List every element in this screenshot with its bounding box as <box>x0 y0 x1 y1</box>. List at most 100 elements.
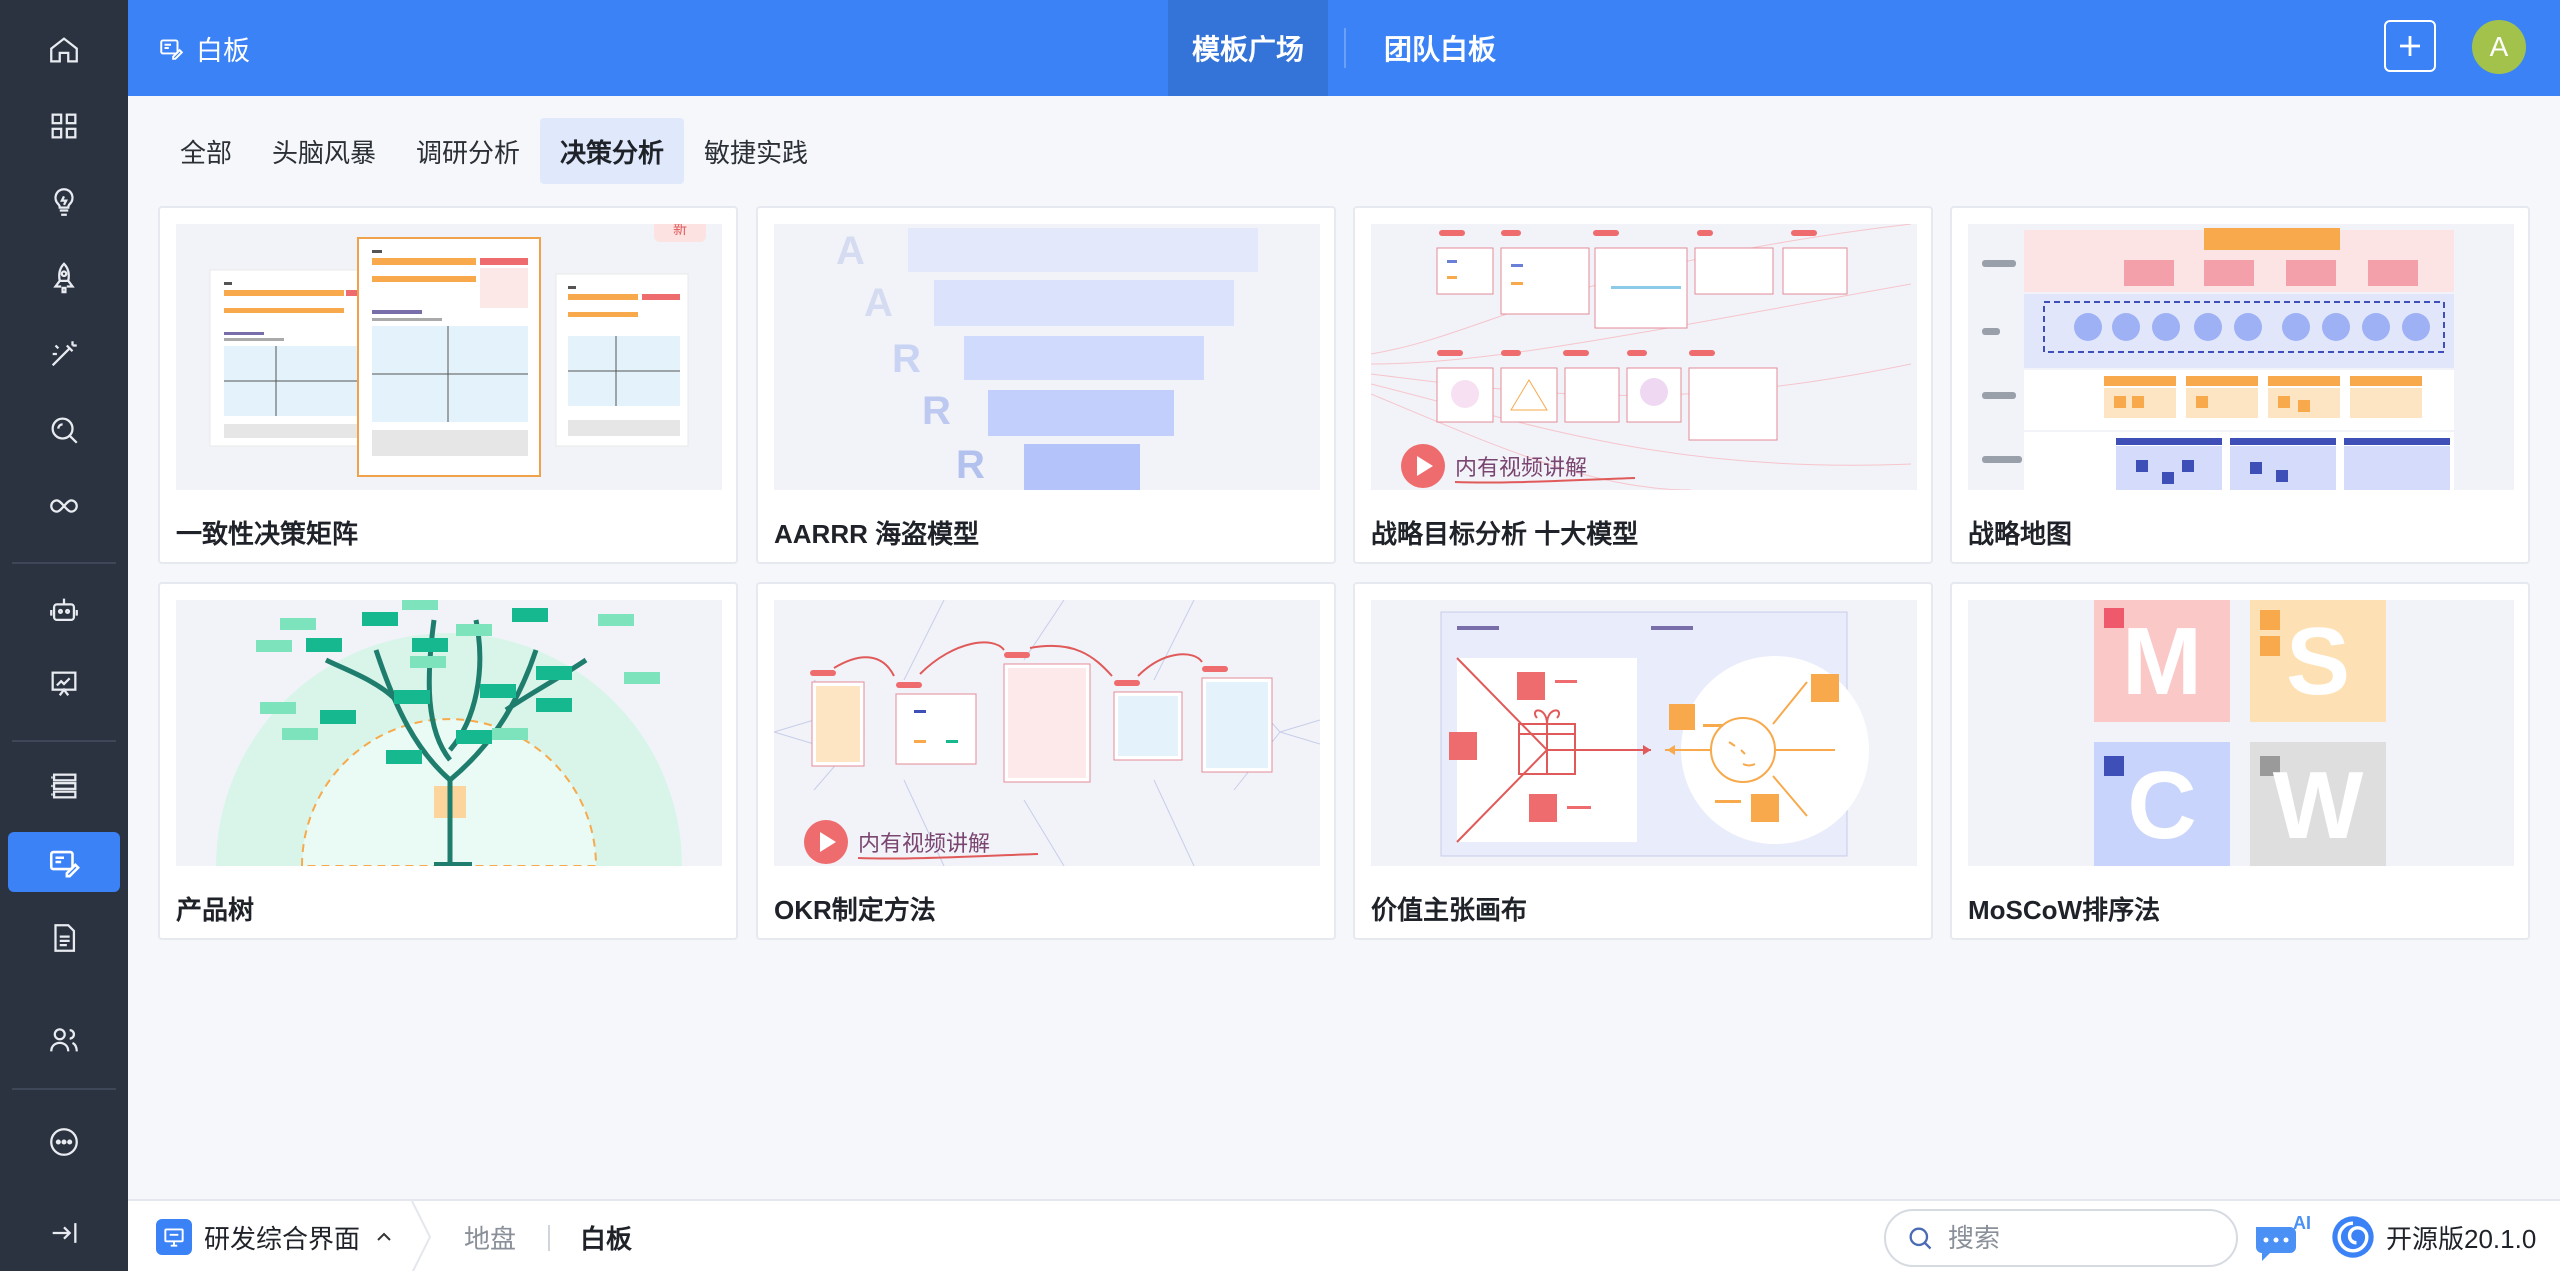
sidebar-item-docs[interactable] <box>8 908 120 968</box>
users-icon <box>50 1028 78 1052</box>
top-header: 白板 模板广场 团队白板 A <box>128 0 2560 96</box>
apps-grid-icon <box>51 113 77 139</box>
template-card[interactable]: 新 一致性决策矩阵 <box>158 206 738 564</box>
sidebar-item-project[interactable] <box>8 248 120 308</box>
template-thumbnail: A A R R R <box>774 224 1320 490</box>
breadcrumb-divider-icon <box>411 1201 432 1271</box>
template-card[interactable]: M S C W MoSCoW排序法 <box>1950 582 2530 940</box>
sidebar <box>0 0 128 1271</box>
strategy-map-preview <box>1982 228 2454 490</box>
sidebar-item-devops[interactable] <box>8 476 120 536</box>
funnel-letter: A <box>864 281 893 325</box>
version-info[interactable]: 开源版20.1.0 <box>2330 1201 2536 1271</box>
sidebar-item-whiteboard[interactable] <box>8 832 120 892</box>
product-tree-preview <box>216 600 682 866</box>
ai-chat-icon: AI <box>2256 1213 2311 1261</box>
template-card[interactable]: 价值主张画布 <box>1353 582 1933 940</box>
document-icon <box>54 924 76 952</box>
version-text: 开源版20.1.0 <box>2386 1223 2537 1254</box>
workspace-switcher[interactable]: 研发综合界面 <box>156 1201 396 1271</box>
search-input[interactable] <box>1948 1222 2208 1254</box>
template-thumbnail: 内有视频讲解 <box>1371 224 1917 490</box>
video-label: 内有视频讲解 <box>858 832 990 857</box>
search-box[interactable] <box>1884 1209 2238 1267</box>
template-title: 战略目标分析 十大模型 <box>1371 519 1639 549</box>
moscow-letter: M <box>2122 608 2202 715</box>
infinity-icon <box>50 499 78 513</box>
template-thumbnail <box>176 600 722 866</box>
more-icon <box>50 1128 78 1156</box>
tab-template-square[interactable]: 模板广场 <box>1168 0 1328 96</box>
workspace-icon <box>156 1219 192 1255</box>
video-label: 内有视频讲解 <box>1455 456 1587 481</box>
template-card[interactable]: 内有视频讲解 战略目标分析 十大模型 <box>1353 206 1933 564</box>
sidebar-item-apps[interactable] <box>8 96 120 156</box>
sidebar-item-ideas[interactable] <box>8 172 120 232</box>
collapse-icon <box>52 1223 77 1243</box>
breadcrumb-item[interactable]: 地盘 <box>464 1223 517 1254</box>
funnel-letter: R <box>892 337 921 381</box>
sidebar-item-more[interactable] <box>8 1112 120 1172</box>
wand-icon <box>51 341 77 367</box>
presentation-chart-icon <box>51 671 77 697</box>
search-icon <box>51 417 78 444</box>
zentao-logo-icon <box>2332 1216 2374 1258</box>
filter-agile[interactable]: 敏捷实践 <box>703 137 808 168</box>
funnel-letter: A <box>836 229 865 273</box>
filter-all[interactable]: 全部 <box>179 137 232 168</box>
home-icon <box>50 37 78 63</box>
template-title: OKR制定方法 <box>774 895 936 925</box>
template-title: MoSCoW排序法 <box>1968 895 2161 925</box>
template-title: AARRR 海盗模型 <box>774 519 980 549</box>
strategy-models-preview: 内有视频讲解 <box>1371 224 1912 490</box>
filter-research[interactable]: 调研分析 <box>415 137 520 168</box>
sidebar-item-admin[interactable] <box>8 1010 120 1070</box>
decision-matrix-preview: 新 <box>209 224 706 477</box>
tab-team-whiteboard[interactable]: 团队白板 <box>1383 34 1496 65</box>
robot-icon <box>50 598 78 622</box>
user-avatar[interactable]: A <box>2472 20 2526 74</box>
template-thumbnail <box>1371 600 1917 866</box>
sidebar-collapse-button[interactable] <box>8 1203 120 1263</box>
sidebar-item-bi[interactable] <box>8 654 120 714</box>
template-title: 价值主张画布 <box>1371 895 1528 925</box>
aarrr-funnel-preview: A A R R R <box>836 228 1258 490</box>
sidebar-item-home[interactable] <box>8 20 120 80</box>
list-stack-icon <box>51 773 77 799</box>
template-card[interactable]: 内有视频讲解 OKR制定方法 <box>756 582 1336 940</box>
template-thumbnail: 内有视频讲解 <box>774 600 1320 866</box>
okr-method-preview: 内有视频讲解 <box>774 600 1320 866</box>
template-title: 一致性决策矩阵 <box>176 519 359 549</box>
ai-assistant-button[interactable]: AI <box>2252 1211 2312 1263</box>
template-card[interactable]: 产品树 <box>158 582 738 940</box>
lightbulb-icon <box>54 188 74 216</box>
funnel-letter: R <box>922 389 951 433</box>
plus-icon <box>2400 36 2420 56</box>
search-icon <box>1909 1227 1932 1250</box>
template-card[interactable]: A A R R R AARRR 海盗模型 <box>756 206 1336 564</box>
sidebar-item-execution[interactable] <box>8 324 120 384</box>
moscow-letter: C <box>2127 752 2196 859</box>
create-button[interactable] <box>2384 20 2436 72</box>
filter-decision[interactable]: 决策分析 <box>540 118 684 184</box>
moscow-letter: W <box>2273 752 2364 859</box>
template-thumbnail: 新 <box>176 224 722 490</box>
sidebar-item-feedback[interactable] <box>8 756 120 816</box>
breadcrumb-item-current[interactable]: 白板 <box>580 1223 633 1254</box>
bottom-bar: 研发综合界面 地盘 白板 AI 开源版20.1.0 <box>128 1199 2560 1271</box>
whiteboard-icon <box>49 850 80 878</box>
template-thumbnail <box>1968 224 2514 490</box>
ai-label: AI <box>2293 1213 2311 1233</box>
moscow-preview: M S C W <box>2094 600 2386 866</box>
app-title-text: 白板 <box>196 35 250 66</box>
template-card[interactable]: 战略地图 <box>1950 206 2530 564</box>
new-badge: 新 <box>673 224 687 238</box>
funnel-letter: R <box>956 443 985 487</box>
filter-brainstorm[interactable]: 头脑风暴 <box>271 137 376 168</box>
app-title: 白板 <box>158 0 250 96</box>
sidebar-item-qa[interactable] <box>8 400 120 460</box>
chevron-up-icon <box>377 1232 391 1241</box>
sidebar-item-ai[interactable] <box>8 580 120 640</box>
workspace-name: 研发综合界面 <box>204 1223 361 1254</box>
template-title: 战略地图 <box>1968 519 2073 549</box>
